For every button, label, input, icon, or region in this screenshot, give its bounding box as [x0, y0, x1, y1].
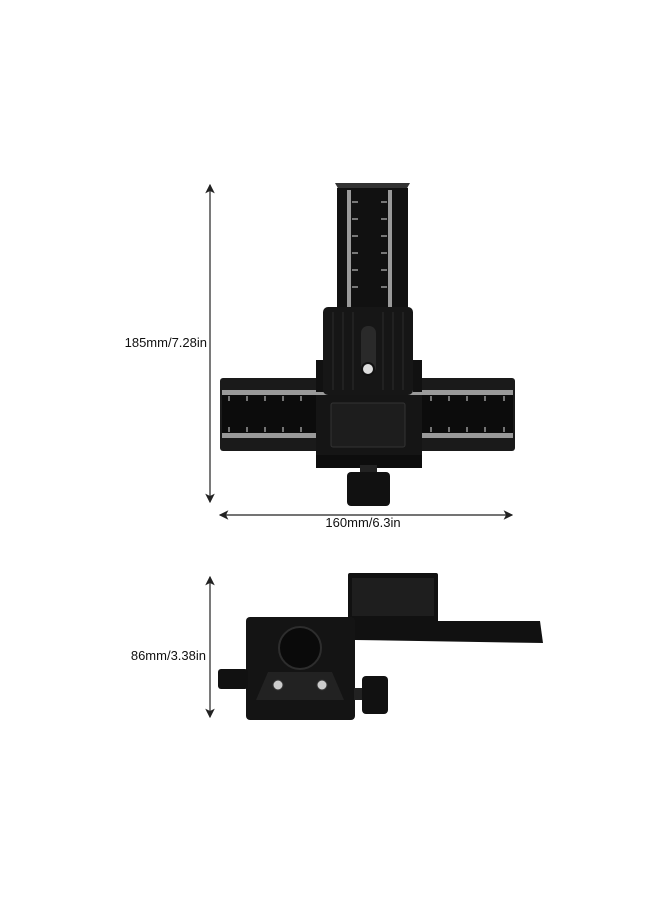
side-view: 86mm/3.38in: [131, 573, 543, 720]
side-knob-left: [218, 669, 248, 689]
screw-icon: [316, 679, 328, 691]
front-view: 185mm/7.28in 160mm/6.3in: [125, 183, 515, 530]
lock-screw-icon: [361, 362, 375, 376]
vertical-rail: [335, 183, 410, 308]
side-knob-right: [362, 676, 388, 714]
height-label: 185mm/7.28in: [125, 335, 207, 350]
width-label: 160mm/6.3in: [325, 515, 400, 530]
side-height-label: 86mm/3.38in: [131, 648, 206, 663]
carriage: [316, 307, 422, 506]
mount-knob: [347, 472, 390, 506]
screw-icon: [272, 679, 284, 691]
